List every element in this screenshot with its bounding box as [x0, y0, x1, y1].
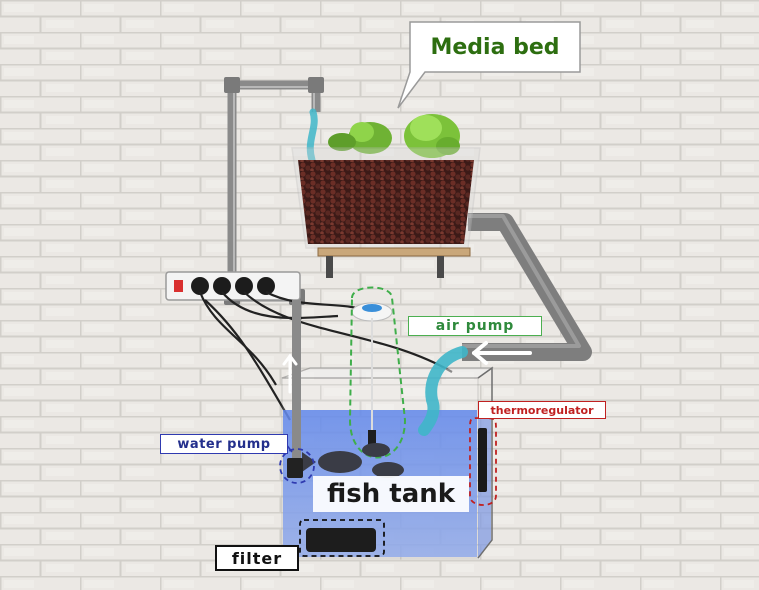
air-pump: [351, 302, 393, 452]
water-inflow-stream: [306, 108, 318, 164]
media-bed-callout: [397, 21, 581, 109]
water-pump-highlight: [279, 448, 315, 484]
arrow-up-icon: [282, 353, 298, 394]
air-pump-label: air pump: [408, 316, 542, 336]
media-bed: [291, 147, 481, 249]
arrow-left-icon: [472, 341, 532, 365]
thermoregulator-label: thermoregulator: [478, 401, 606, 419]
fish-tank-label: fish tank: [326, 479, 456, 509]
fish-tank-label-panel: [313, 476, 469, 512]
return-pipe-shade: [462, 214, 581, 348]
power-strip-icon: [165, 271, 301, 301]
power-cables: [198, 291, 453, 421]
filter-highlight: [299, 519, 385, 557]
pump-riser-pipe: [292, 300, 301, 460]
media-bed-label: Media bed: [430, 34, 560, 60]
air-stone-icon: [368, 430, 376, 452]
water-pump: [287, 458, 303, 478]
fish-icon: [302, 443, 404, 478]
shelf-bracket-right: [437, 256, 444, 278]
heater-icon: [478, 428, 487, 492]
water-return-stream: [418, 346, 468, 436]
water-pump-label: water pump: [160, 434, 288, 454]
filter-unit: [306, 528, 376, 552]
lettuce-plants: [328, 114, 460, 158]
shelf-bracket-left: [326, 256, 333, 278]
filter-label: filter: [215, 545, 299, 571]
thermoregulator-highlight: [469, 417, 497, 506]
air-pump-highlight: [348, 286, 407, 459]
media-bed-shelf: [317, 247, 471, 257]
